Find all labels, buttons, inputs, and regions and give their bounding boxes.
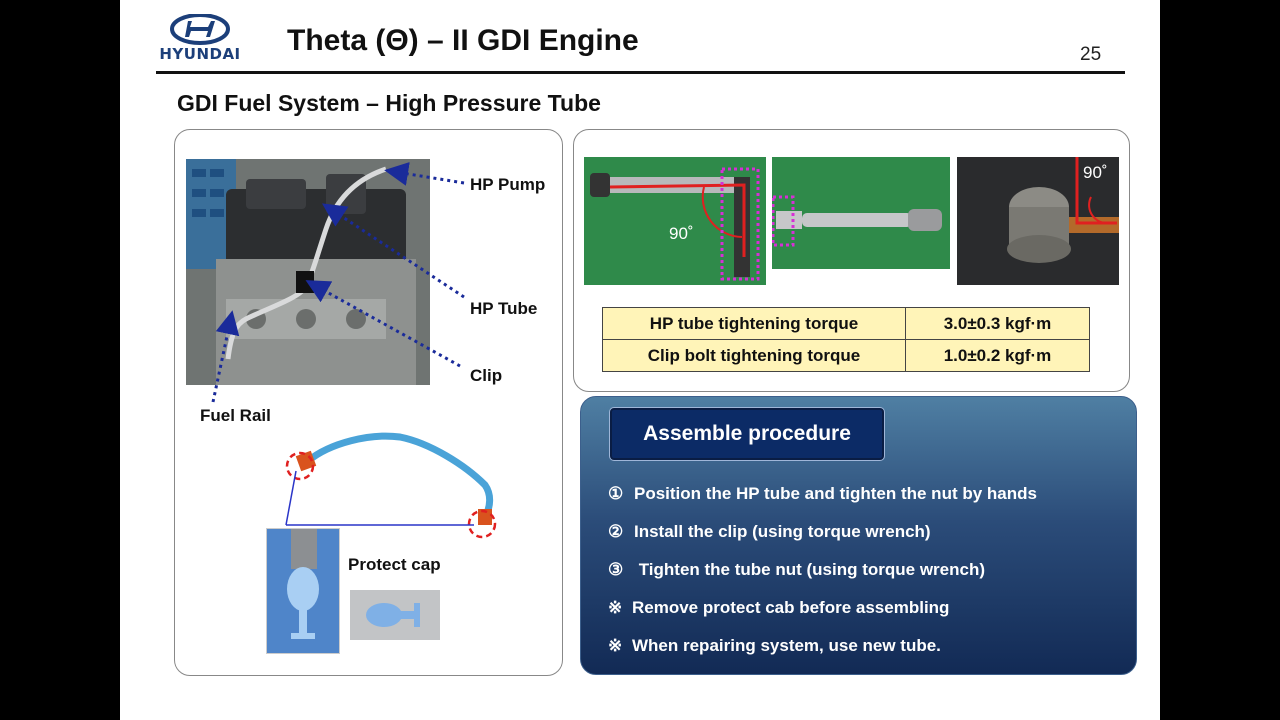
hp-tube-diagram <box>285 432 497 539</box>
torque-item: Clip bolt tightening torque <box>602 339 906 372</box>
slide: HYUNDAI Theta (Θ) – II GDI Engine 25 GDI… <box>120 0 1160 720</box>
note-text: When repairing system, use new tube. <box>632 636 941 655</box>
table-row: HP tube tightening torque 3.0±0.3 kgf·m <box>602 307 1090 340</box>
assemble-procedure-title: Assemble procedure <box>610 408 884 460</box>
procedure-step-3: ③ Tighten the tube nut (using torque wre… <box>608 560 985 580</box>
step-text: Install the clip (using torque wrench) <box>634 522 931 541</box>
step-marker: ③ <box>608 560 624 579</box>
hp-tube-label: HP Tube <box>470 299 538 318</box>
section-title: GDI Fuel System – High Pressure Tube <box>177 90 601 116</box>
note-marker: ※ <box>608 636 623 655</box>
protect-cap-photo <box>350 590 440 640</box>
engine-photo <box>186 159 430 385</box>
torque-value: 3.0±0.3 kgf·m <box>905 307 1090 340</box>
clip-label: Clip <box>470 366 503 385</box>
step-text: Tighten the tube nut (using torque wrenc… <box>634 560 985 579</box>
torque-value: 1.0±0.2 kgf·m <box>905 339 1090 372</box>
angle-label-2: 90˚ <box>1083 163 1108 182</box>
callout-arrows <box>211 162 465 403</box>
hp-pump-photo <box>957 157 1119 285</box>
step-marker: ② <box>608 522 624 541</box>
torque-spec-table: HP tube tightening torque 3.0±0.3 kgf·m … <box>602 307 1090 372</box>
table-row: Clip bolt tightening torque 1.0±0.2 kgf·… <box>602 339 1090 372</box>
procedure-note-2: ※ When repairing system, use new tube. <box>608 636 941 656</box>
procedure-step-2: ② Install the clip (using torque wrench) <box>608 522 931 542</box>
note-text: Remove protect cab before assembling <box>632 598 950 617</box>
protect-cap-photo-installed <box>266 528 340 654</box>
hyundai-emblem-icon <box>170 13 230 45</box>
step-marker: ① <box>608 484 624 503</box>
hp-pump-label: HP Pump <box>470 175 546 194</box>
torque-wrench-photo-2 <box>772 157 950 269</box>
page-number: 25 <box>1080 44 1102 65</box>
title-divider <box>156 71 1125 74</box>
torque-wrench-photo-1 <box>584 157 766 285</box>
assemble-procedure-box: Assemble procedure ① Position the HP tube… <box>580 396 1137 675</box>
procedure-note-1: ※ Remove protect cab before assembling <box>608 598 949 618</box>
protect-cap-label: Protect cap <box>348 555 441 574</box>
page-title: Theta (Θ) – II GDI Engine <box>287 24 639 57</box>
fuel-rail-label: Fuel Rail <box>200 406 271 425</box>
torque-item: HP tube tightening torque <box>602 307 906 340</box>
hyundai-logo: HYUNDAI <box>158 13 242 64</box>
note-marker: ※ <box>608 598 623 617</box>
procedure-step-1: ① Position the HP tube and tighten the nu… <box>608 484 1037 504</box>
logo-wordmark: HYUNDAI <box>159 45 241 63</box>
step-text: Position the HP tube and tighten the nut… <box>634 484 1037 503</box>
angle-label-1: 90˚ <box>669 224 694 243</box>
